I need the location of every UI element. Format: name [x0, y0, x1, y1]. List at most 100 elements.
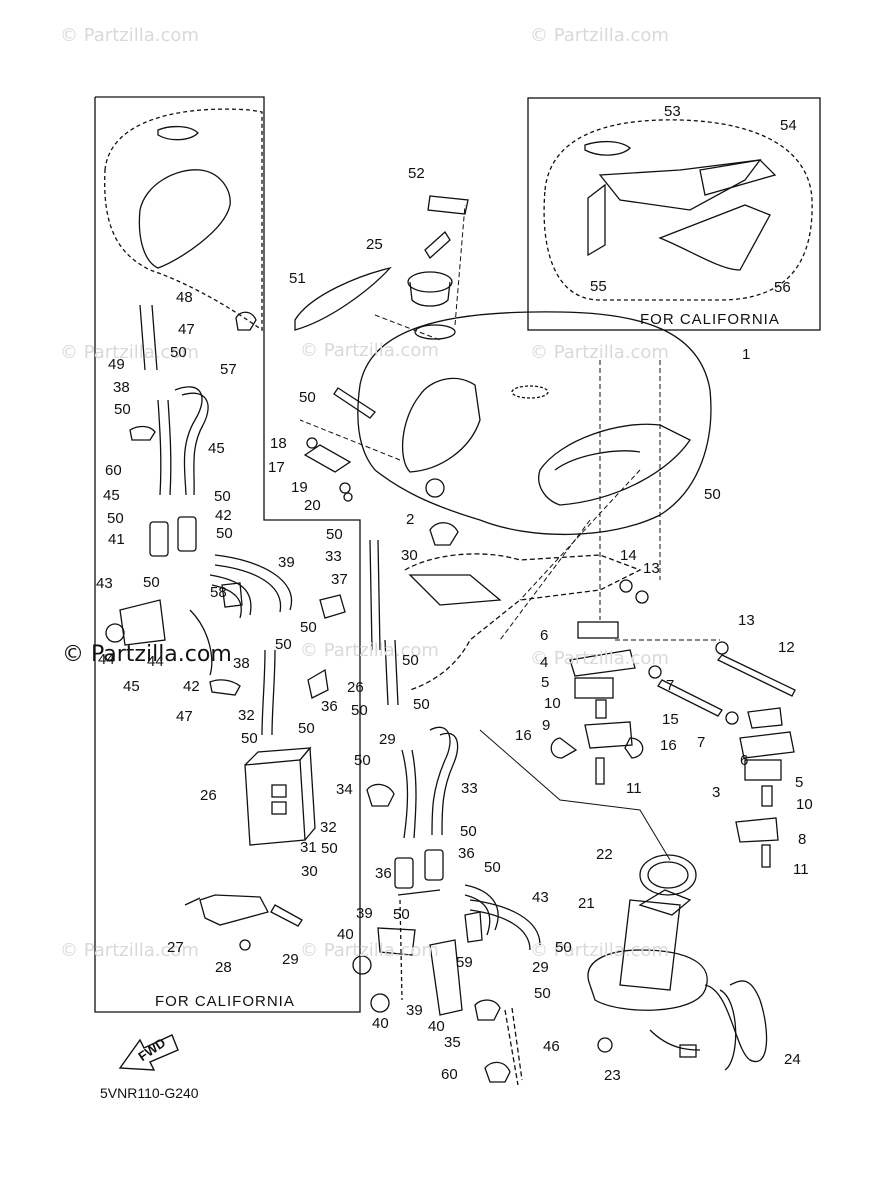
watermark: © Partzilla.com — [530, 648, 669, 669]
part-callout-36: 36 — [375, 865, 392, 882]
watermark: © Partzilla.com — [300, 940, 439, 961]
part-27-bracket — [199, 894, 269, 926]
part-callout-44: 44 — [147, 653, 164, 670]
part-49-clamp — [209, 679, 241, 696]
part-callout-50: 50 — [321, 840, 338, 857]
part-callout-26: 26 — [200, 787, 217, 804]
part-callout-23: 23 — [604, 1067, 621, 1084]
part-22-gasket — [639, 854, 697, 896]
part-16-clamp-right — [624, 737, 644, 759]
part-40-grommet-lower — [370, 993, 390, 1013]
part-callout-55: 55 — [590, 278, 607, 295]
part-callout-45: 45 — [103, 487, 120, 504]
part-callout-43: 43 — [532, 889, 549, 906]
part-callout-29: 29 — [282, 951, 299, 968]
part-callout-51: 51 — [289, 270, 306, 287]
part-callout-13: 13 — [643, 560, 660, 577]
part-callout-1: 1 — [742, 346, 751, 363]
part-47-hose — [174, 386, 209, 496]
part-callout-50: 50 — [143, 574, 160, 591]
part-callout-40: 40 — [337, 926, 354, 943]
part-57-bracket — [587, 183, 606, 257]
part-callout-42: 42 — [183, 678, 200, 695]
part-16-clamp-left — [550, 737, 578, 759]
part-callout-17: 17 — [268, 459, 285, 476]
part-callout-57: 57 — [220, 361, 237, 378]
part-callout-50: 50 — [298, 720, 315, 737]
part-callout-21: 21 — [578, 895, 595, 912]
part-11-bolt — [595, 757, 605, 785]
part-56-pad — [699, 159, 777, 196]
part-25-cap — [407, 271, 453, 293]
main-fuel-tank — [357, 311, 712, 536]
part-callout-46: 46 — [543, 1038, 560, 1055]
right-california-box — [527, 97, 821, 331]
part-callout-11: 11 — [793, 861, 809, 878]
part-23-screw — [597, 1037, 613, 1053]
part-callout-38: 38 — [233, 655, 250, 672]
part-32-hose-lower — [401, 749, 417, 839]
part-6-rubber — [577, 621, 619, 639]
part-32-hose — [261, 649, 276, 736]
part-53-panel — [294, 266, 392, 331]
part-36-check-valve-right — [424, 849, 444, 881]
part-callout-14: 14 — [620, 547, 637, 564]
part-40-hose — [209, 574, 252, 619]
part-callout-50: 50 — [107, 510, 124, 527]
part-callout-40: 40 — [372, 1015, 389, 1032]
part-callout-15: 15 — [662, 711, 679, 728]
fwd-arrow — [118, 1034, 179, 1071]
part-callout-48: 48 — [176, 289, 193, 306]
part-callout-50: 50 — [214, 488, 231, 505]
part-24-harness — [704, 980, 768, 1063]
part-5-damper — [574, 677, 614, 699]
part-callout-30: 30 — [301, 863, 318, 880]
part-callout-6: 6 — [540, 627, 549, 644]
part-callout-50: 50 — [216, 525, 233, 542]
part-callout-58: 58 — [210, 584, 227, 601]
part-59-clamp — [235, 311, 257, 331]
part-callout-50: 50 — [484, 859, 501, 876]
part-10-collar — [595, 699, 607, 719]
part-callout-24: 24 — [784, 1051, 801, 1068]
part-callout-13: 13 — [738, 612, 755, 629]
part-callout-50: 50 — [393, 906, 410, 923]
part-callout-9: 9 — [542, 717, 551, 734]
part-callout-33: 33 — [325, 548, 342, 565]
watermark: © Partzilla.com — [60, 342, 199, 363]
california-tank-outline — [543, 119, 813, 301]
left-tank-outline — [104, 108, 263, 332]
part-45-hose — [464, 884, 499, 936]
part-callout-50: 50 — [704, 486, 721, 503]
part-callout-26: 26 — [347, 679, 364, 696]
part-callout-49: 49 — [108, 356, 125, 373]
part-callout-2: 2 — [406, 511, 415, 528]
part-28-bolt — [239, 939, 251, 951]
part-callout-33: 33 — [461, 780, 478, 797]
watermark: © Partzilla.com — [300, 340, 439, 361]
part-callout-39: 39 — [356, 905, 373, 922]
left-california-box — [94, 96, 361, 1013]
part-40-grommet-upper — [352, 955, 372, 975]
part-callout-36: 36 — [321, 698, 338, 715]
part-callout-35: 35 — [444, 1034, 461, 1051]
part-35-clamp — [474, 999, 501, 1021]
part-callout-42: 42 — [215, 507, 232, 524]
part-callout-7: 7 — [697, 734, 706, 751]
part-callout-25: 25 — [366, 236, 383, 253]
part-callout-3: 3 — [712, 784, 721, 801]
watermark: © Partzilla.com — [530, 940, 669, 961]
part-callout-36: 36 — [458, 845, 475, 862]
part-callout-28: 28 — [215, 959, 232, 976]
part-33-hose — [369, 539, 381, 651]
watermark: © Partzilla.com — [530, 342, 669, 363]
part-29-bolt — [270, 904, 303, 927]
part-60-clamp — [221, 582, 243, 608]
part-callout-12: 12 — [778, 639, 795, 656]
part-callout-52: 52 — [408, 165, 425, 182]
part-callout-32: 32 — [238, 707, 255, 724]
part-60-clamp-lower — [464, 911, 483, 943]
part-callout-47: 47 — [178, 321, 195, 338]
part-39-bracket — [377, 927, 416, 956]
